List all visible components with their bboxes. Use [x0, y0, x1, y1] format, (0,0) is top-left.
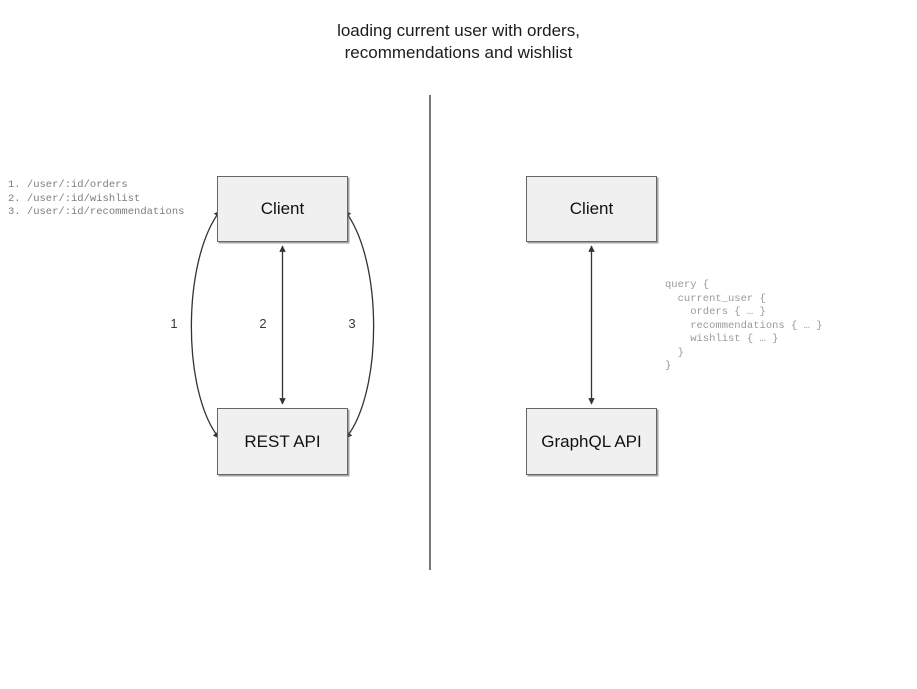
node-rest-api-label: REST API [244, 431, 321, 451]
node-graphql-api-label: GraphQL API [541, 431, 642, 451]
node-graphql-api[interactable]: GraphQL API [526, 408, 657, 475]
edge-label-1: 1 [170, 316, 178, 331]
node-rest-client[interactable]: Client [217, 176, 348, 242]
diagram-title: loading current user with orders, recomm… [337, 21, 580, 62]
edge-label-2: 2 [259, 316, 267, 331]
node-rest-client-label: Client [260, 199, 305, 218]
node-graphql-client[interactable]: Client [526, 176, 657, 242]
edge-label-3: 3 [348, 316, 356, 331]
graphql-query-block: query { current_user { orders { … } reco… [665, 279, 823, 372]
node-rest-api[interactable]: REST API [217, 408, 348, 475]
rest-edge-1 [190, 210, 221, 439]
rest-endpoint-list: 1. /user/:id/orders 2. /user/:id/wishlis… [8, 179, 185, 218]
node-graphql-client-label: Client [569, 199, 614, 218]
